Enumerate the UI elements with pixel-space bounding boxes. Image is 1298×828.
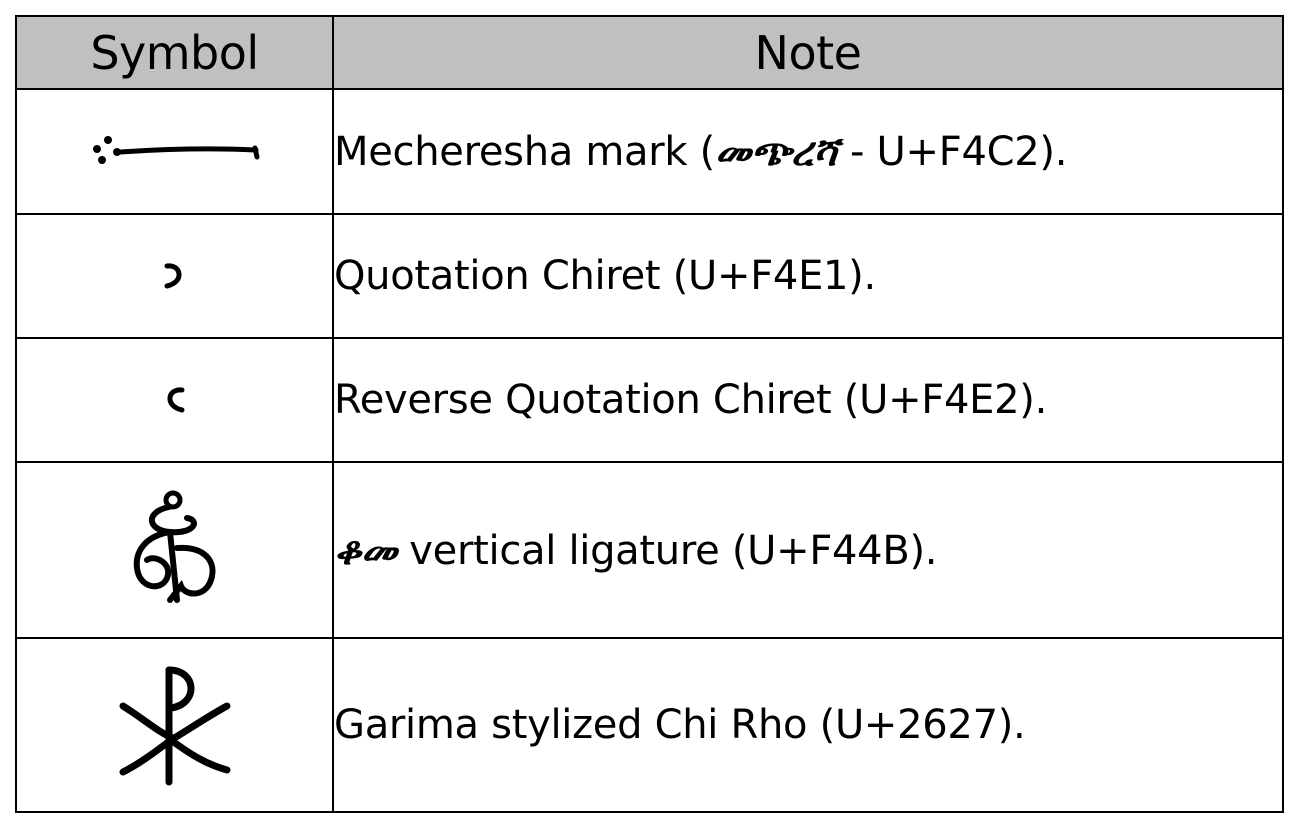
symbol-cell xyxy=(15,88,334,215)
symbol-column-header: Symbol xyxy=(15,15,334,90)
qomo-ligature-icon xyxy=(133,490,215,603)
symbol-cell xyxy=(15,337,334,463)
note-ethiopic-word: መጭረሻ xyxy=(714,128,838,175)
table-row: ቆመ vertical ligature (U+F44B). xyxy=(15,461,1284,639)
symbol-cell xyxy=(15,637,334,813)
note-ethiopic-word: ቆመ xyxy=(334,526,397,574)
note-text: Reverse Quotation Chiret (U+F4E2). xyxy=(334,377,1048,423)
table-row: Reverse Quotation Chiret (U+F4E2). xyxy=(15,337,1284,463)
symbol-cell xyxy=(15,213,334,339)
note-cell: ቆመ vertical ligature (U+F44B). xyxy=(332,461,1284,639)
symbol-table: Symbol Note Mechereshа mark (መጭረሻ - U+F4… xyxy=(15,15,1284,813)
note-text: vertical ligature (U+F44B). xyxy=(396,527,938,574)
note-text: - U+F4C2). xyxy=(837,129,1068,175)
note-cell: Mechereshа mark (መጭረሻ - U+F4C2). xyxy=(332,88,1284,215)
quotation-chiret-icon xyxy=(164,263,181,289)
table-row: Quotation Chiret (U+F4E1). xyxy=(15,213,1284,339)
chi-rho-icon xyxy=(119,666,230,786)
table-row: Mechereshа mark (መጭረሻ - U+F4C2). xyxy=(15,88,1284,215)
note-cell: Garima stylized Chi Rho (U+2627). xyxy=(332,637,1284,813)
note-column-header: Note xyxy=(332,15,1284,90)
mechereshа-mark-icon xyxy=(92,135,259,164)
reverse-quotation-chiret-icon xyxy=(167,387,184,413)
note-cell: Reverse Quotation Chiret (U+F4E2). xyxy=(332,337,1284,463)
header-row: Symbol Note xyxy=(15,15,1284,90)
note-cell: Quotation Chiret (U+F4E1). xyxy=(332,213,1284,339)
table-row: Garima stylized Chi Rho (U+2627). xyxy=(15,637,1284,813)
symbol-cell xyxy=(15,461,334,639)
note-text: Mechereshа mark ( xyxy=(334,129,715,175)
